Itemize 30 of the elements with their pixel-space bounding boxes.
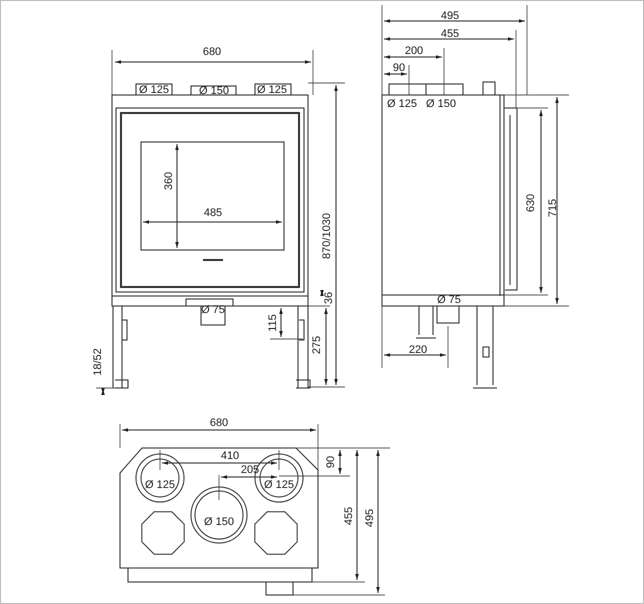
dimension-label: 90	[392, 62, 406, 74]
dimension-label: 455	[343, 506, 355, 526]
dimension-label: 18/52	[92, 348, 104, 376]
diameter-label: Ø 125	[145, 479, 175, 491]
diameter-label: Ø 125	[264, 479, 294, 491]
dimension-label: 275	[311, 336, 323, 354]
dimension-label: 410	[220, 450, 240, 462]
dimension-label: 630	[525, 194, 537, 212]
dimension-label: 495	[440, 10, 460, 22]
dimension-label: 680	[210, 417, 228, 429]
dimension-label: 485	[204, 207, 222, 219]
diameter-label: Ø 125	[387, 98, 417, 110]
dimension-label: 455	[440, 28, 460, 40]
diameter-label: Ø 75	[201, 304, 225, 316]
dimension-label: 220	[408, 344, 428, 356]
diameter-label: Ø 150	[199, 85, 229, 97]
dimension-label: 870/1030	[321, 213, 333, 259]
dimension-label: 36	[323, 292, 335, 304]
diameter-label: Ø 150	[426, 98, 456, 110]
dimension-label: 715	[547, 198, 559, 218]
dimension-label: 680	[202, 46, 222, 58]
diameter-label: Ø 75	[437, 294, 461, 306]
diameter-label: Ø 125	[257, 84, 287, 96]
dimension-label: 90	[325, 456, 337, 468]
dimension-label: 200	[404, 45, 424, 57]
dimension-label: 115	[267, 314, 279, 332]
dimension-label: 360	[163, 172, 175, 190]
dimension-label: 495	[364, 508, 376, 528]
diameter-label: Ø 125	[139, 84, 169, 96]
diameter-label: Ø 150	[204, 516, 234, 528]
